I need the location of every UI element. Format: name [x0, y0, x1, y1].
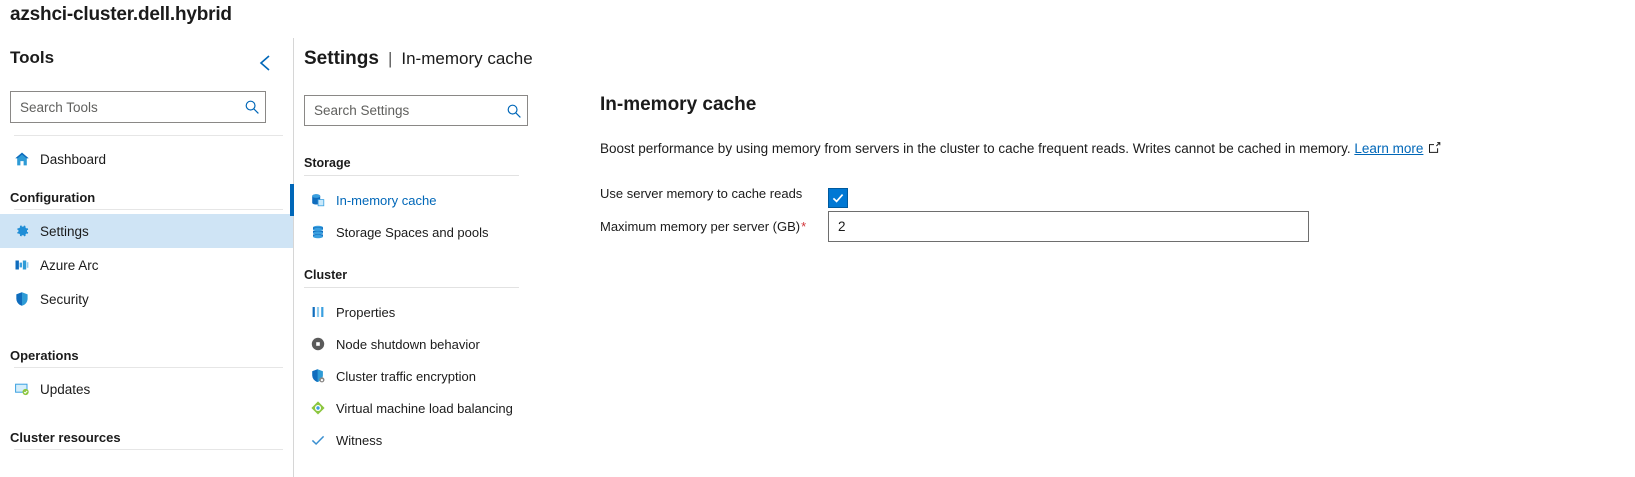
gear-icon [14, 223, 40, 239]
sidebar-item-label: Security [40, 291, 89, 307]
shield-lock-icon [310, 368, 336, 384]
load-balancing-icon [310, 400, 336, 416]
sidebar-item-label: Settings [40, 223, 89, 239]
nav-divider [14, 367, 283, 368]
settings-title: Settings [304, 48, 379, 69]
search-tools-input[interactable] [11, 99, 239, 115]
page-description: Boost performance by using memory from s… [600, 141, 1441, 157]
settings-item-virtual-machine-load-balancing[interactable]: Virtual machine load balancing [294, 392, 597, 424]
use-server-memory-checkbox[interactable] [828, 188, 848, 208]
settings-item-cluster-traffic-encryption[interactable]: Cluster traffic encryption [294, 360, 597, 392]
settings-group-divider [304, 287, 519, 288]
settings-item-label: Properties [336, 304, 396, 320]
shield-icon [14, 291, 40, 307]
azure-arc-icon [14, 257, 40, 273]
max-memory-input[interactable] [829, 212, 1308, 241]
storage-stack-icon [310, 224, 336, 240]
main-content: In-memory cache Boost performance by usi… [597, 38, 1635, 477]
checkmark-icon [310, 432, 336, 448]
sidebar-item-settings[interactable]: Settings [0, 214, 293, 248]
settings-item-properties[interactable]: Properties [294, 296, 597, 328]
settings-panel: Settings | In-memory cache Storage [290, 38, 597, 477]
settings-item-node-shutdown-behavior[interactable]: Node shutdown behavior [294, 328, 597, 360]
settings-search-box[interactable] [304, 95, 528, 126]
external-link-icon[interactable] [1428, 141, 1441, 157]
settings-item-label: In-memory cache [336, 192, 437, 208]
sidebar-item-label: Azure Arc [40, 257, 99, 273]
settings-subtitle: In-memory cache [401, 49, 533, 68]
search-icon[interactable] [239, 99, 265, 115]
settings-item-label: Virtual machine load balancing [336, 400, 513, 416]
settings-item-label: Storage Spaces and pools [336, 224, 489, 240]
settings-item-label: Node shutdown behavior [336, 336, 480, 352]
sidebar-item-security[interactable]: Security [0, 282, 293, 316]
cache-icon [310, 192, 336, 208]
settings-item-label: Cluster traffic encryption [336, 368, 476, 384]
home-icon [14, 151, 40, 167]
settings-group-storage: Storage [304, 156, 351, 170]
nav-divider [14, 449, 283, 450]
sidebar-item-label: Dashboard [40, 151, 107, 167]
sidebar-item-azure-arc[interactable]: Azure Arc [0, 248, 293, 282]
search-icon[interactable] [501, 103, 527, 119]
cache-reads-label: Use server memory to cache reads [600, 186, 803, 201]
sidebar-item-label: Updates [40, 381, 91, 397]
settings-group-divider [304, 175, 519, 176]
sidebar-item-updates[interactable]: Updates [0, 372, 293, 406]
search-settings-input[interactable] [305, 103, 501, 118]
page-title: In-memory cache [600, 94, 757, 115]
sidebar-item-dashboard[interactable]: Dashboard [0, 142, 293, 176]
properties-bars-icon [310, 304, 336, 320]
settings-item-label: Witness [336, 432, 383, 448]
settings-item-in-memory-cache[interactable]: In-memory cache [290, 184, 597, 216]
nav-group-operations: Operations [10, 348, 79, 363]
updates-icon [14, 381, 40, 397]
panel-divider [293, 38, 294, 477]
checkmark-icon [832, 194, 844, 203]
cache-reads-row: Use server memory to cache reads [600, 186, 802, 201]
description-text: Boost performance by using memory from s… [600, 141, 1351, 156]
max-memory-label: Maximum memory per server (GB) [600, 219, 801, 234]
nav-divider [14, 209, 283, 210]
settings-group-cluster: Cluster [304, 268, 348, 282]
chevron-left-icon[interactable] [252, 50, 278, 76]
settings-separator: | [387, 49, 393, 68]
tools-panel-title: Tools [10, 48, 55, 67]
max-memory-row: Maximum memory per server (GB)* [600, 219, 806, 234]
cluster-breadcrumb-title: azshci-cluster.dell.hybrid [10, 4, 232, 25]
required-asterisk: * [801, 219, 807, 234]
nav-group-cluster-resources: Cluster resources [10, 430, 121, 445]
nav-group-configuration: Configuration [10, 190, 96, 205]
tools-panel: Tools [0, 38, 293, 477]
tools-search-box[interactable] [10, 91, 266, 123]
nav-divider [14, 135, 283, 136]
settings-item-witness[interactable]: Witness [294, 424, 597, 456]
settings-header: Settings | In-memory cache [304, 48, 533, 70]
max-memory-input-wrapper[interactable] [828, 211, 1309, 242]
power-node-icon [310, 336, 336, 352]
settings-item-storage-spaces-and-pools[interactable]: Storage Spaces and pools [294, 216, 597, 248]
learn-more-link[interactable]: Learn more [1354, 141, 1424, 156]
